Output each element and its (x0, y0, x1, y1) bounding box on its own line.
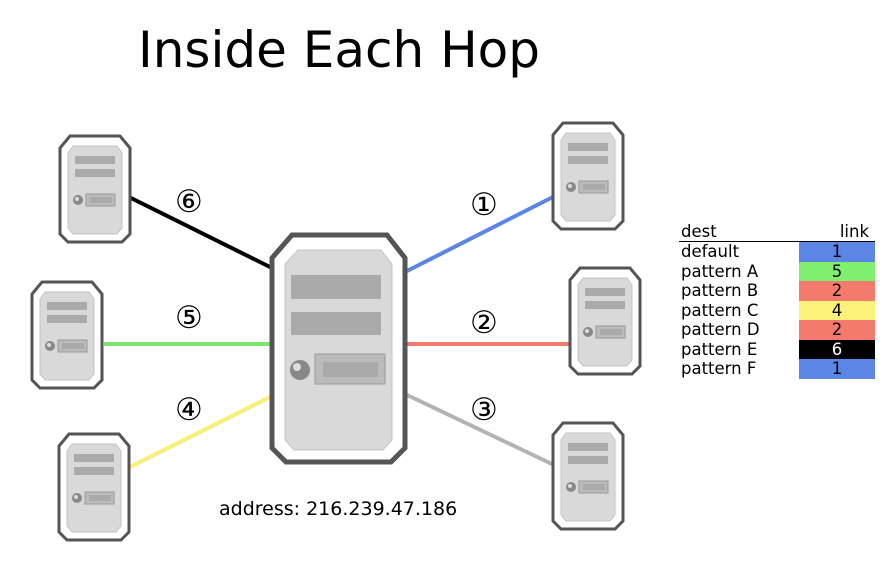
link-cell: 2 (799, 281, 875, 301)
table-row: pattern C 4 (679, 300, 875, 320)
server-mid-left-icon (30, 280, 104, 390)
server-bottom-right-icon (551, 421, 625, 531)
dest-column-header: dest (681, 222, 717, 241)
link-cell: 6 (799, 339, 875, 359)
routing-table: dest link default 1 pattern A 5 pattern … (679, 222, 875, 379)
dest-cell: pattern B (681, 281, 759, 300)
link-cell: 4 (799, 300, 875, 320)
link-label-5: ⑤ (175, 300, 203, 336)
table-row: pattern A 5 (679, 261, 875, 281)
link-line-6 (126, 194, 273, 270)
server-top-right-icon (551, 121, 625, 231)
dest-cell: pattern E (681, 339, 758, 359)
table-row: pattern F 1 (679, 359, 875, 379)
table-row: pattern B 2 (679, 281, 875, 301)
server-top-left-icon (58, 134, 132, 244)
server-bottom-left-icon (57, 432, 131, 542)
dest-cell: pattern A (681, 261, 759, 281)
link-cell: 5 (799, 261, 875, 281)
page-title: Inside Each Hop (138, 21, 541, 79)
table-row: pattern E 6 (679, 339, 875, 359)
link-line-4 (129, 394, 273, 469)
dest-cell: pattern F (681, 359, 757, 378)
central-server-icon (269, 232, 408, 465)
link-label-4: ④ (175, 392, 203, 428)
address-label: address: 216.239.47.186 (219, 498, 458, 520)
link-label-2: ② (470, 305, 498, 341)
link-label-3: ③ (470, 392, 498, 428)
server-mid-right-icon (568, 266, 642, 376)
link-cell: 2 (799, 320, 875, 340)
dest-cell: default (681, 242, 740, 261)
link-line-3 (404, 392, 555, 467)
dest-cell: pattern C (681, 300, 759, 320)
link-cell: 1 (799, 359, 875, 379)
table-row: pattern D 2 (679, 320, 875, 340)
link-label-6: ⑥ (175, 184, 203, 220)
dest-cell: pattern D (681, 320, 760, 339)
routing-table-header: dest link (679, 222, 875, 242)
link-label-1: ① (470, 187, 498, 223)
table-row: default 1 (679, 242, 875, 262)
link-column-header: link (839, 222, 869, 241)
link-line-1 (404, 195, 554, 274)
link-cell: 1 (799, 242, 875, 262)
